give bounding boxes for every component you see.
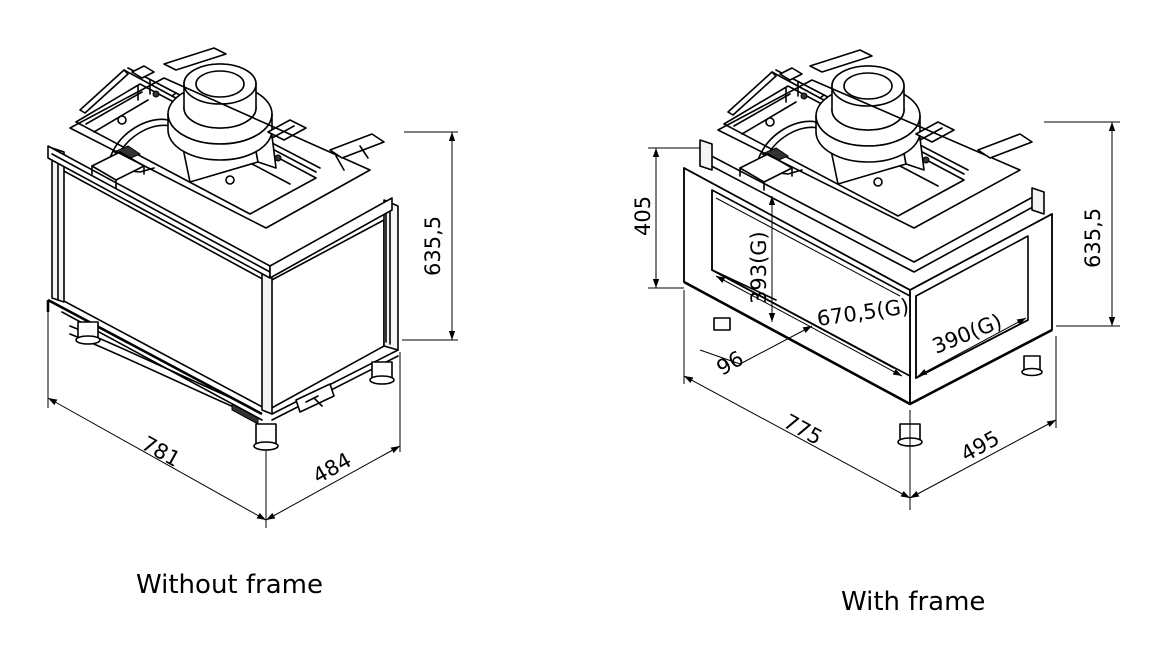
dim-depth-484: 484 [309,448,356,488]
fireplace-without-frame: 781 484 635,5 [46,47,458,528]
caption-without-frame: Without frame [136,570,323,600]
dim-opening-height-405: 405 [631,196,655,236]
dim-height-635-5-right: 635,5 [1081,208,1105,268]
dim-width-775: 775 [780,409,827,449]
dim-glass-height-393: 393(G) [747,231,771,304]
caption-with-frame: With frame [841,587,986,617]
side-glass-panel [267,219,385,411]
fireplace-with-frame: 775 495 635,5 405 393(G) 670,5(G) 390(G)… [631,49,1120,510]
dim-width-781: 781 [138,431,185,471]
dim-offset-96: 96 [713,346,748,380]
dim-height-635-5-left: 635,5 [421,216,445,276]
